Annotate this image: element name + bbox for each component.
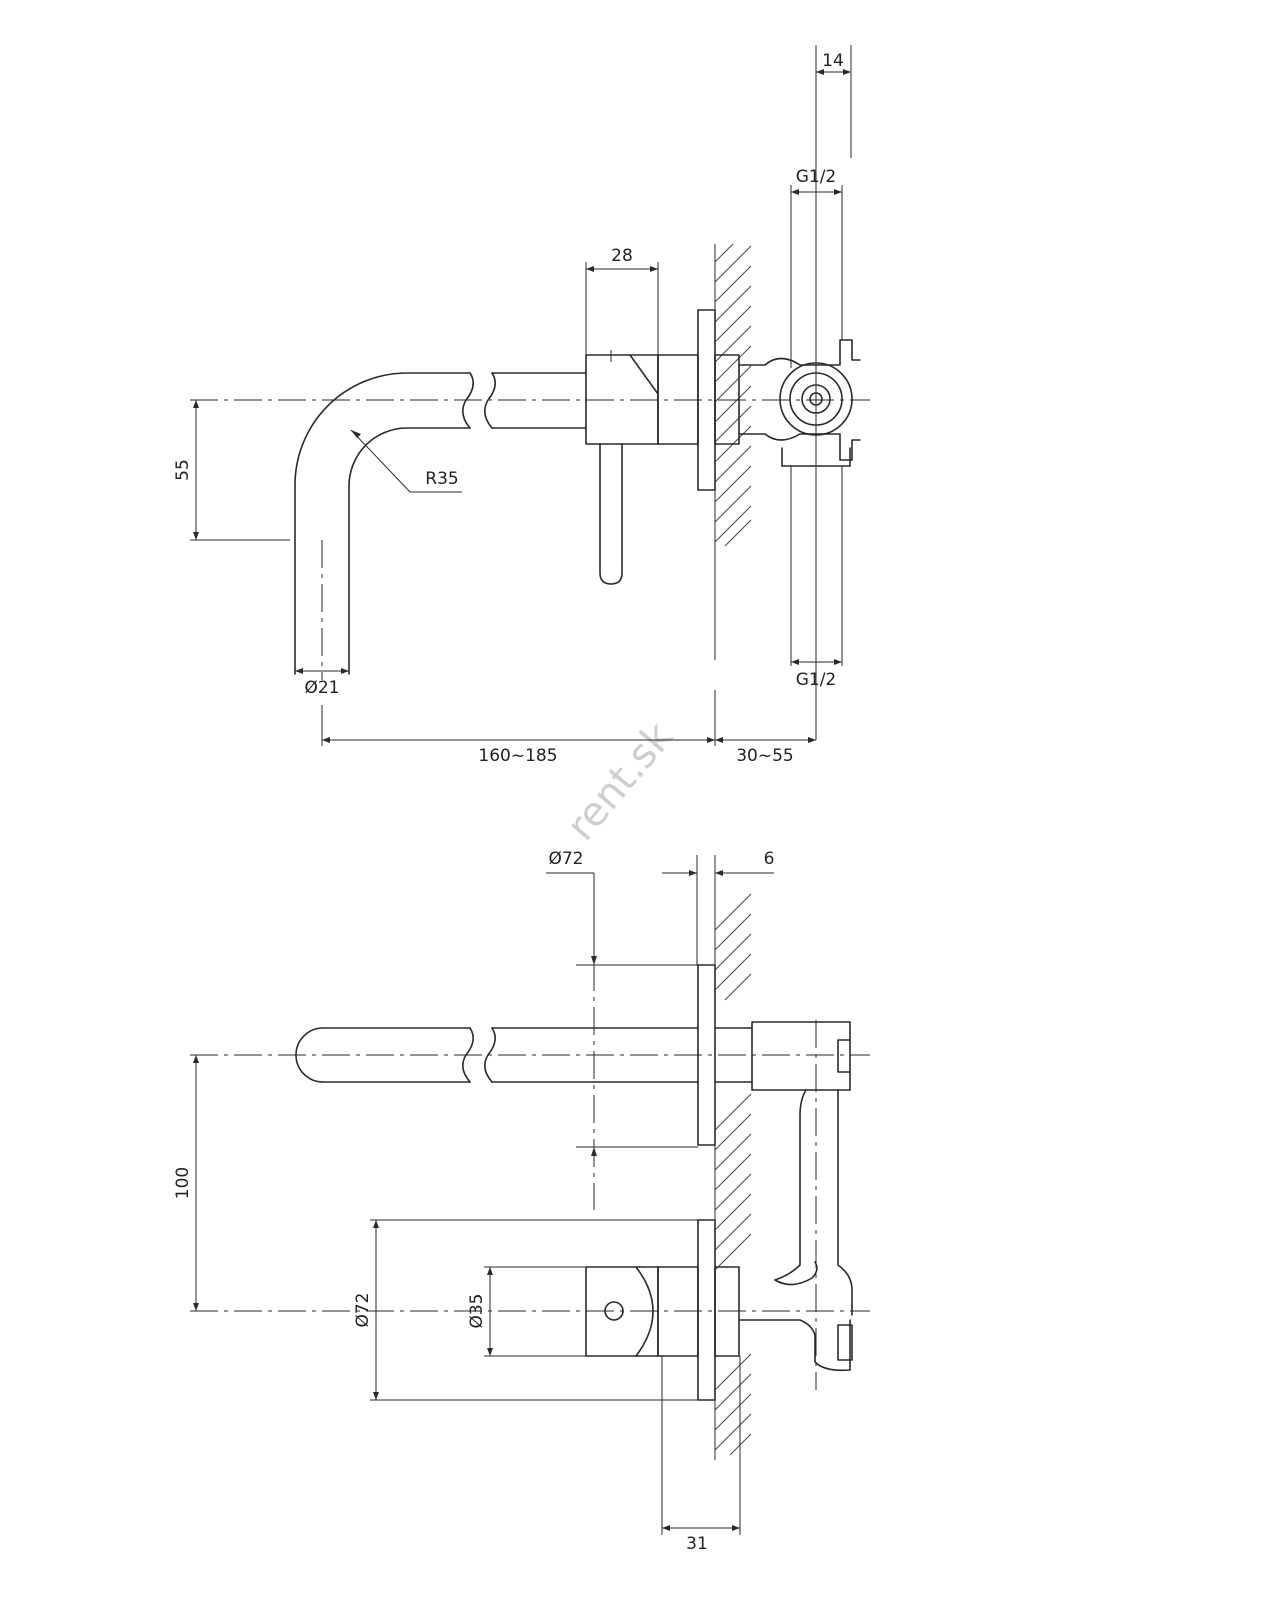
- dim-g12-top: [791, 189, 842, 195]
- dim-30-55-label: 30~55: [736, 746, 794, 766]
- dim-100-label: 100: [173, 1167, 193, 1199]
- dim-d72-top-label: Ø72: [548, 849, 583, 869]
- supply-pipes-side: [790, 45, 852, 740]
- dim-g12-bottom-label: G1/2: [796, 670, 837, 690]
- dim-160-185-label: 160~185: [478, 746, 557, 766]
- dim-r35-label: R35: [425, 469, 458, 489]
- dim-6-label: 6: [764, 849, 775, 869]
- dim-31-label: 31: [686, 1534, 708, 1554]
- valve-body-plan: [739, 1089, 853, 1372]
- dim-14-label: 14: [822, 51, 844, 71]
- dim-100: [193, 1055, 199, 1311]
- wall-hatch-bottom: [696, 855, 752, 1460]
- dim-g12-bottom: [791, 659, 842, 665]
- dim-28: [585, 262, 659, 355]
- bottom-view: Ø72 6 100 Ø72 Ø35: [173, 849, 870, 1554]
- dim-28-label: 28: [611, 246, 633, 266]
- spout-side: [294, 372, 587, 680]
- watermark: rent.sk: [558, 713, 682, 849]
- dim-55: [193, 400, 199, 540]
- mixer-body-side: [585, 309, 740, 585]
- dim-r35: [350, 429, 462, 493]
- dim-g12-top-label: G1/2: [796, 167, 837, 187]
- dim-d72-left-label: Ø72: [353, 1292, 373, 1327]
- valve-body-side: [738, 339, 861, 467]
- dim-d72-top: [591, 873, 597, 1156]
- top-view: 14 G1/2 28 55 R35: [173, 45, 870, 766]
- dim-55-label: 55: [173, 459, 193, 481]
- dim-d21-label: Ø21: [304, 678, 339, 698]
- dim-31: [661, 1356, 741, 1535]
- dim-14: [816, 69, 851, 75]
- dim-d35-label: Ø35: [467, 1293, 487, 1328]
- dim-d72-left: [370, 1219, 698, 1401]
- dim-d21: [295, 668, 349, 674]
- dim-160-185: [321, 690, 716, 746]
- dim-30-55: [715, 737, 816, 743]
- dim-d35: [484, 1266, 586, 1357]
- wall-hatch-top: [714, 243, 752, 660]
- dim-6: [662, 870, 774, 876]
